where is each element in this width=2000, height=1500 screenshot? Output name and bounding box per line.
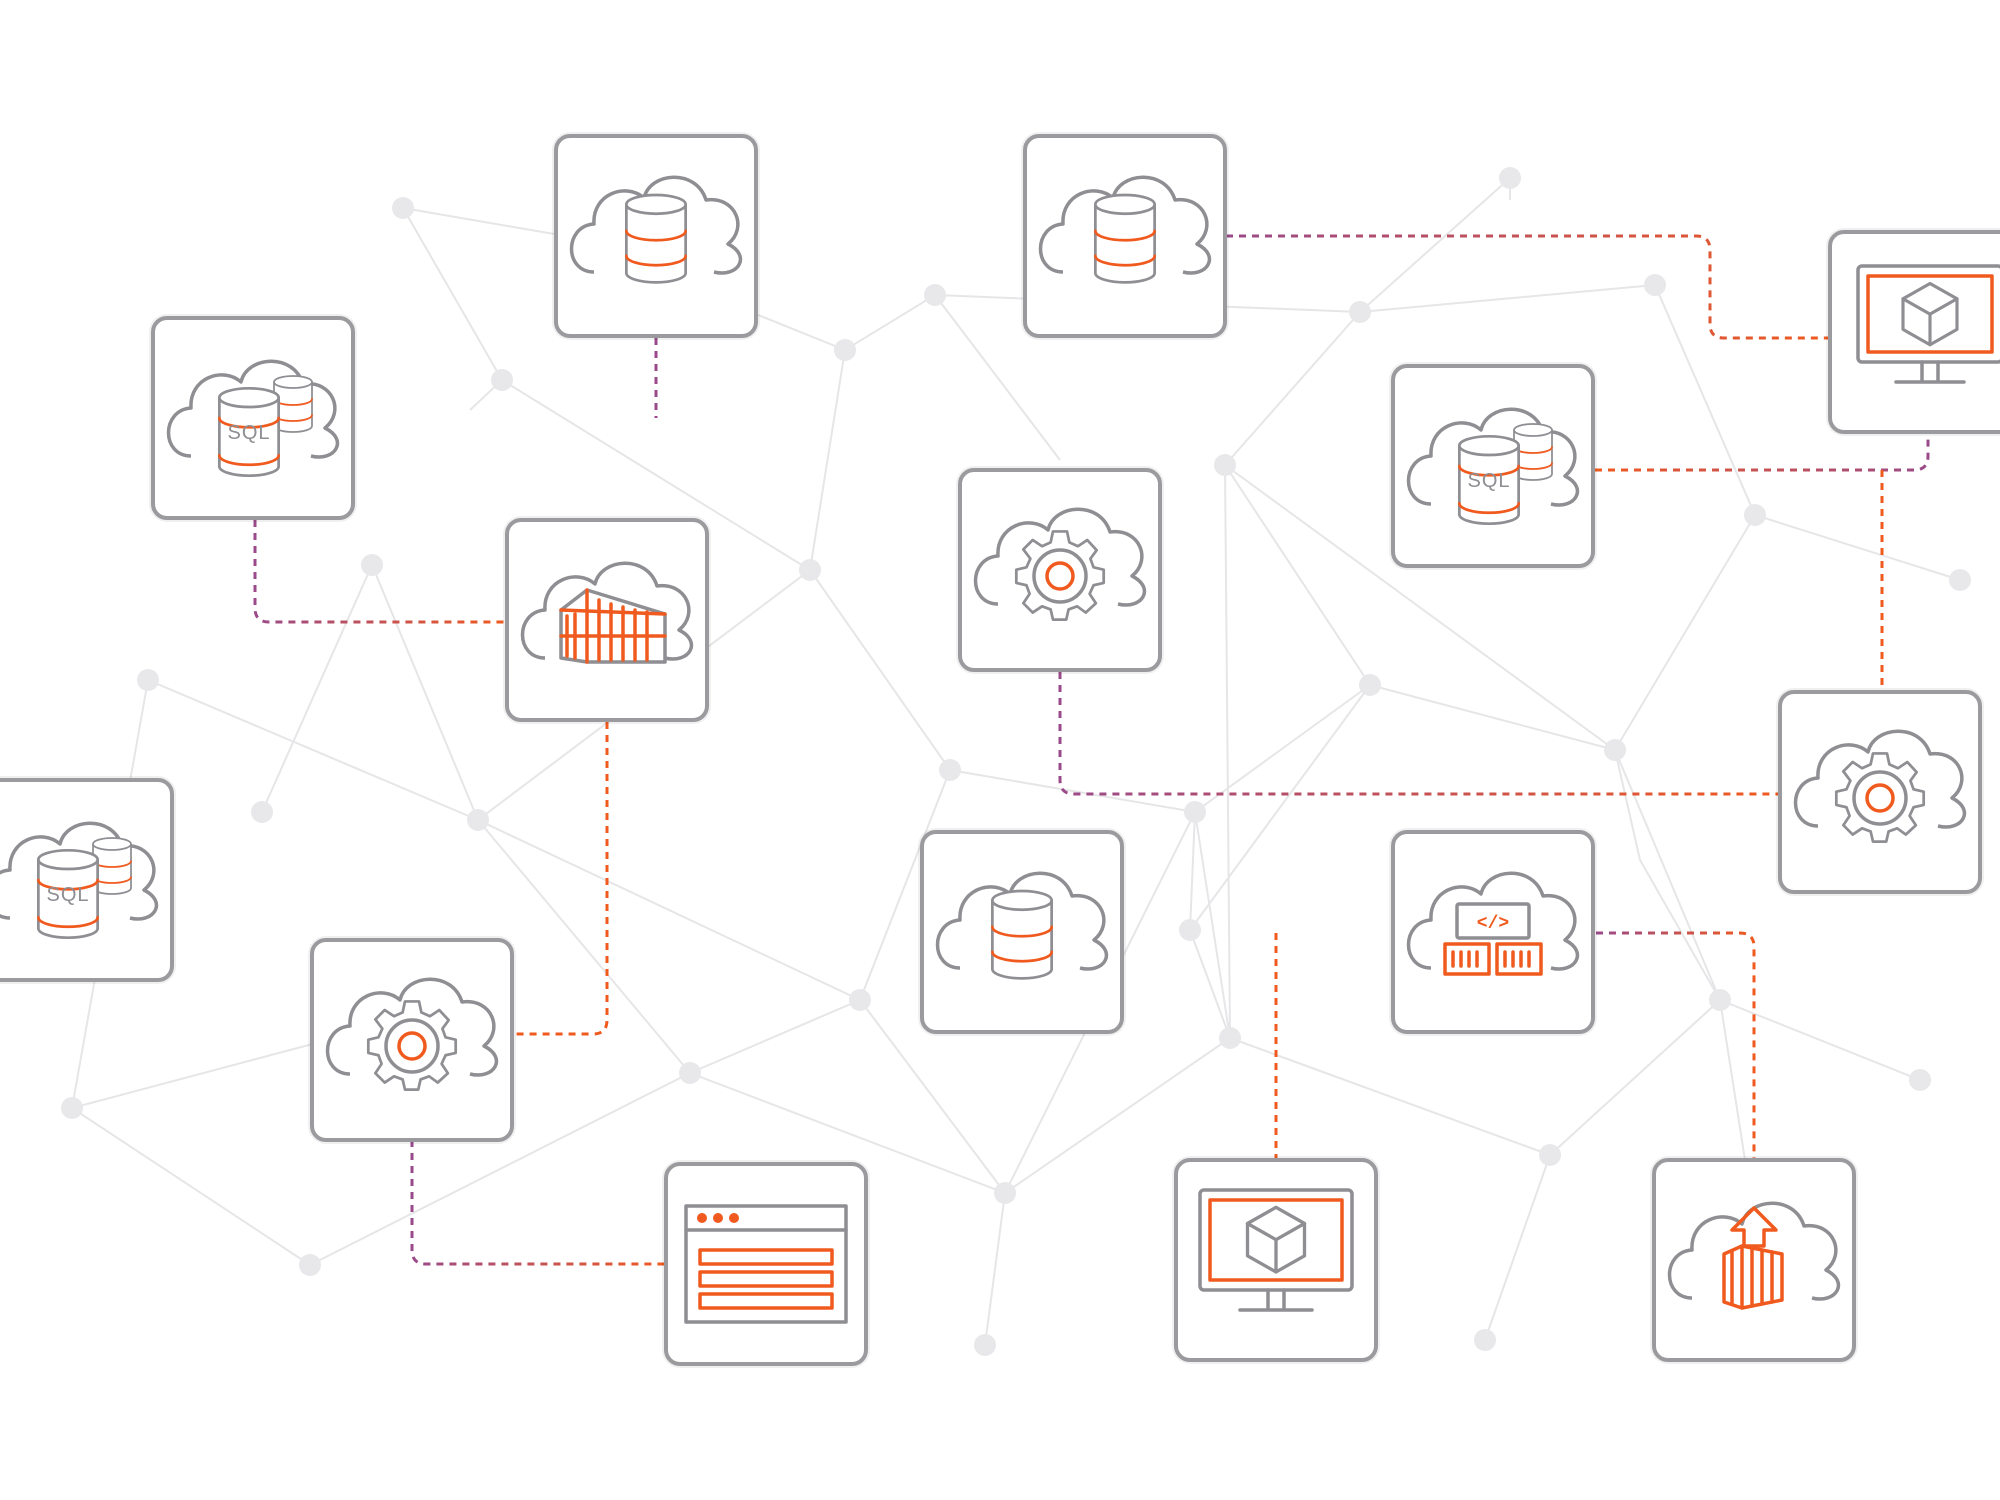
tile-cloud-gear-left[interactable] — [308, 936, 516, 1144]
tile-cloud-db-top-2[interactable] — [1021, 132, 1229, 340]
tile-sql-left-top[interactable]: SQL — [149, 314, 357, 522]
sql-label: SQL — [1467, 470, 1510, 492]
dashed-connectors — [172, 234, 1930, 1266]
tile-browser-window[interactable] — [662, 1160, 870, 1368]
tile-cloud-gear-center[interactable] — [956, 466, 1164, 674]
monitor-cube-icon — [1198, 1188, 1354, 1312]
tile-cloud-code[interactable]: </> — [1389, 828, 1597, 1036]
code-label: </> — [1477, 914, 1509, 934]
background-network-mesh — [61, 167, 1971, 1356]
monitor-cube-icon — [1856, 264, 2000, 384]
connector-gearleft-browser — [410, 1140, 664, 1266]
tile-monitor-top-right[interactable] — [1826, 228, 2000, 436]
tile-sql-right[interactable]: SQL — [1389, 362, 1597, 570]
sql-label: SQL — [227, 422, 270, 444]
tile-cloud-db-top-1[interactable] — [552, 132, 760, 340]
tile-monitor-bottom[interactable] — [1172, 1156, 1380, 1364]
cloud-sql-database-icon: SQL — [0, 821, 159, 940]
connector-container-gearleft — [514, 722, 609, 1036]
cloud-container-icon — [520, 561, 694, 664]
connector-db2-monitor — [1226, 234, 1830, 340]
tile-cloud-gear-right[interactable] — [1776, 688, 1984, 896]
browser-window-icon — [684, 1204, 848, 1324]
tile-container-cloud[interactable] — [503, 516, 711, 724]
connector-code-upload — [1596, 931, 1756, 1160]
tile-cloud-db-center[interactable] — [918, 828, 1126, 1036]
tile-sql-left-mid[interactable]: SQL — [0, 776, 176, 984]
cloud-sql-database-icon: SQL — [166, 359, 340, 478]
cloud-upload-container-icon — [1667, 1201, 1841, 1310]
connector-sql-container — [253, 520, 506, 624]
connector-gear-gear — [1058, 672, 1780, 796]
cloud-code-containers-icon: </> — [1406, 871, 1580, 976]
sql-label: SQL — [46, 884, 89, 906]
cloud-sql-database-icon: SQL — [1406, 407, 1580, 526]
connector-sql-monitor — [1595, 434, 1930, 472]
tile-cloud-upload[interactable] — [1650, 1156, 1858, 1364]
